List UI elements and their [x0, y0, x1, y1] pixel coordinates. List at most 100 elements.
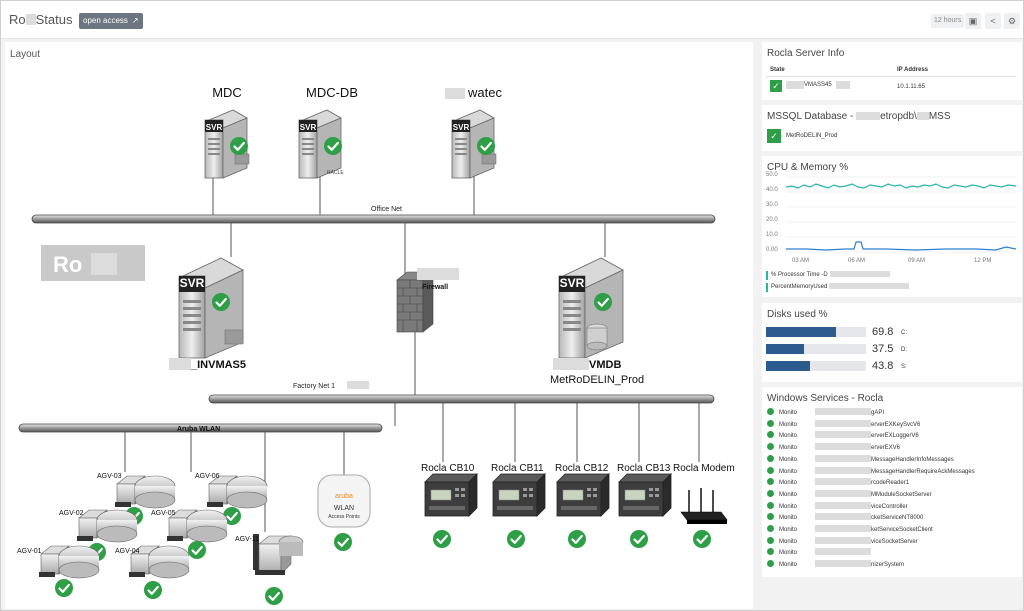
- disk-d-bar: [766, 344, 866, 354]
- service-row[interactable]: Monito viceSocketServer: [767, 536, 918, 548]
- ip-column-header: IP Address: [897, 67, 929, 73]
- agv-05-icon[interactable]: [166, 509, 228, 543]
- service-name-suffix: viceSocketServer: [871, 538, 918, 545]
- server-mdc-icon[interactable]: SVR: [204, 109, 250, 179]
- x-tick-label: 03 AM: [792, 258, 810, 264]
- legend-item-cpu[interactable]: % Processor Time -D: [766, 271, 890, 280]
- agv-11-label: AGV-11: [235, 536, 259, 543]
- aruba-wlan-label: Aruba WLAN: [177, 426, 220, 433]
- mssql-title-prefix: MSSQL Database -: [767, 111, 854, 122]
- disk-d-drive: D:: [901, 347, 907, 353]
- disk-s-value: 43.8: [872, 360, 894, 372]
- disk-s-drive: S:: [901, 364, 907, 370]
- rocla-cb10-icon[interactable]: [424, 473, 478, 517]
- status-ok-dot-icon: [767, 513, 774, 521]
- title-prefix: Ro: [9, 12, 26, 27]
- service-name-suffix: MModuleSocketServer: [871, 491, 932, 498]
- status-ok-check-icon: [210, 291, 232, 313]
- redacted-block: [916, 112, 929, 120]
- cpu-memory-widget: CPU & Memory % 50.0 40.0 30.0 20.0 10.0 …: [762, 156, 1022, 297]
- rocla-cb13-icon[interactable]: [618, 473, 672, 517]
- x-tick-label: 12 PM: [974, 258, 992, 264]
- agv-06-icon[interactable]: [206, 475, 268, 509]
- agv-03-icon[interactable]: [114, 475, 176, 509]
- logo-text: Ro: [53, 252, 82, 277]
- svr-label: SVR: [560, 276, 585, 290]
- status-ok-check-icon: [142, 579, 164, 601]
- settings-gear-icon[interactable]: ⚙: [1004, 13, 1020, 29]
- y-tick-label: 0.00: [766, 247, 778, 253]
- server-mdc-db-label: MDC-DB: [306, 85, 358, 100]
- rocla-modem-icon[interactable]: [680, 488, 728, 524]
- service-row[interactable]: Monito viceController: [767, 501, 908, 513]
- open-access-button[interactable]: open access↗: [79, 13, 143, 29]
- svr-label: SVR: [206, 123, 223, 132]
- firewall-icon[interactable]: [396, 271, 434, 333]
- time-range-button[interactable]: 12 hours: [931, 14, 965, 28]
- agv-11-icon[interactable]: [253, 534, 304, 575]
- legend-item-memory[interactable]: PercentMemoryUsed: [766, 283, 910, 292]
- status-ok-check-icon: [322, 135, 344, 157]
- service-name-suffix: viceController: [871, 503, 908, 510]
- redacted-block: [347, 381, 369, 389]
- status-ok-check-icon: [628, 528, 650, 550]
- redacted-block: [836, 81, 850, 89]
- tv-mode-icon[interactable]: ▣: [965, 13, 981, 29]
- rocla-cb12-icon[interactable]: [556, 473, 610, 517]
- server-vmdb-icon[interactable]: SVR: [558, 257, 624, 359]
- service-name-suffix: MessageHandlerRequireAckMessages: [871, 468, 975, 475]
- redacted-block: [815, 419, 871, 427]
- rocla-cb11-icon[interactable]: [492, 473, 546, 517]
- service-name-prefix: Monito: [779, 503, 798, 510]
- agv-01-icon[interactable]: [38, 545, 100, 579]
- service-name-prefix: Monito: [779, 538, 798, 545]
- redacted-block: [169, 358, 191, 370]
- rocla-cb13-label: Rocla CB13: [617, 463, 671, 474]
- disk-d-fill: [766, 344, 804, 354]
- firewall-label: Firewall: [422, 284, 448, 291]
- y-tick-label: 30.0: [766, 202, 778, 208]
- svr-label: SVR: [300, 123, 317, 132]
- svr-label: SVR: [180, 276, 205, 290]
- redacted-block: [815, 454, 871, 462]
- service-row[interactable]: Monito: [767, 548, 871, 559]
- disk-d-value: 37.5: [872, 343, 894, 355]
- cpu-memory-title: CPU & Memory %: [767, 162, 849, 173]
- status-ok-dot-icon: [767, 536, 774, 544]
- service-name-suffix: gAPI: [871, 410, 885, 416]
- disks-widget: Disks used % 69.8 C: 37.5 D: 43.8 S:: [762, 303, 1022, 382]
- factory-net-bus: [208, 394, 715, 404]
- status-ok-check-icon: [228, 135, 250, 157]
- share-icon[interactable]: <: [985, 13, 1001, 29]
- server-mdc-db-icon[interactable]: SVR RACLE: [298, 109, 344, 179]
- agv-02-icon[interactable]: [76, 509, 138, 543]
- svr-label: SVR: [453, 123, 470, 132]
- mssql-title-end: MSS: [928, 111, 951, 122]
- company-logo: Ro: [41, 245, 145, 281]
- redacted-block: [25, 14, 36, 25]
- disk-c-bar: [766, 327, 866, 337]
- server-watec-icon[interactable]: SVR: [451, 109, 497, 179]
- status-ok-check-icon: ✓: [767, 129, 781, 143]
- aruba-wlan-bus: [18, 423, 383, 433]
- x-tick-label: 09 AM: [908, 258, 926, 264]
- service-name-suffix: rcodeReader1: [871, 480, 910, 487]
- redacted-block: [786, 81, 804, 89]
- agv-06-label: AGV-06: [195, 473, 220, 480]
- status-ok-dot-icon: [767, 560, 774, 568]
- wlan-access-point-icon[interactable]: aruba WLAN Access Points: [317, 474, 371, 528]
- rocla-cb10-label: Rocla CB10: [421, 463, 475, 474]
- status-ok-dot-icon: [767, 489, 774, 497]
- server-invmas-icon[interactable]: SVR: [178, 257, 244, 359]
